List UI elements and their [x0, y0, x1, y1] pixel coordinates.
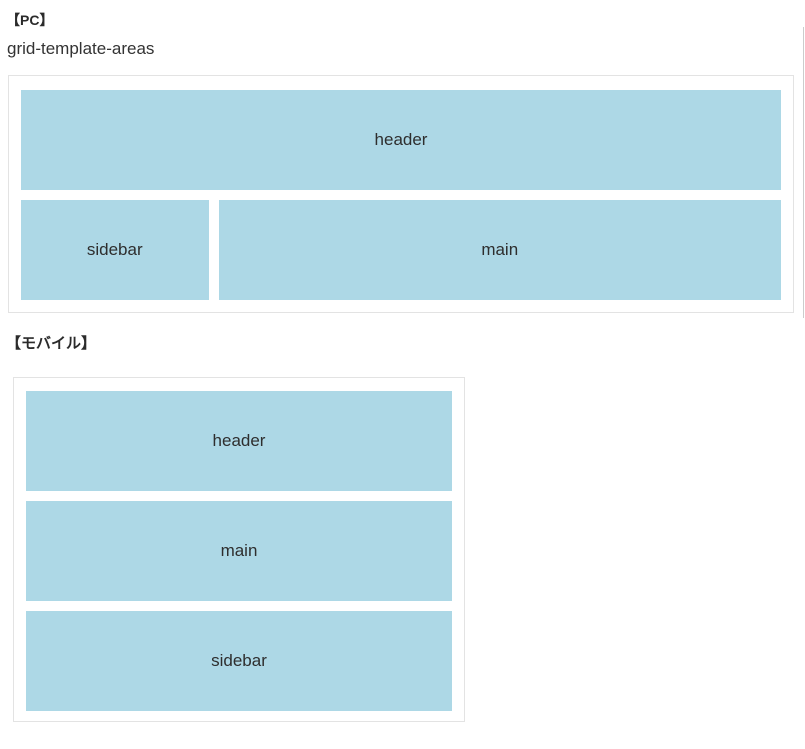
pc-layout-demo-box: header sidebar main	[8, 75, 794, 313]
grid-template-areas-subtitle: grid-template-areas	[7, 39, 155, 58]
mobile-section-label: 【モバイル】	[6, 335, 97, 352]
pc-section-label: 【PC】	[6, 12, 54, 28]
adjacent-panel-border-line	[803, 27, 804, 318]
mobile-main-area: main	[26, 501, 452, 601]
mobile-header-area: header	[26, 391, 452, 491]
pc-main-area: main	[218, 200, 781, 300]
mobile-sidebar-area: sidebar	[26, 611, 452, 711]
pc-header-area: header	[21, 90, 781, 190]
mobile-layout-demo-box: header main sidebar	[13, 377, 465, 722]
pc-sidebar-area: sidebar	[21, 200, 209, 300]
